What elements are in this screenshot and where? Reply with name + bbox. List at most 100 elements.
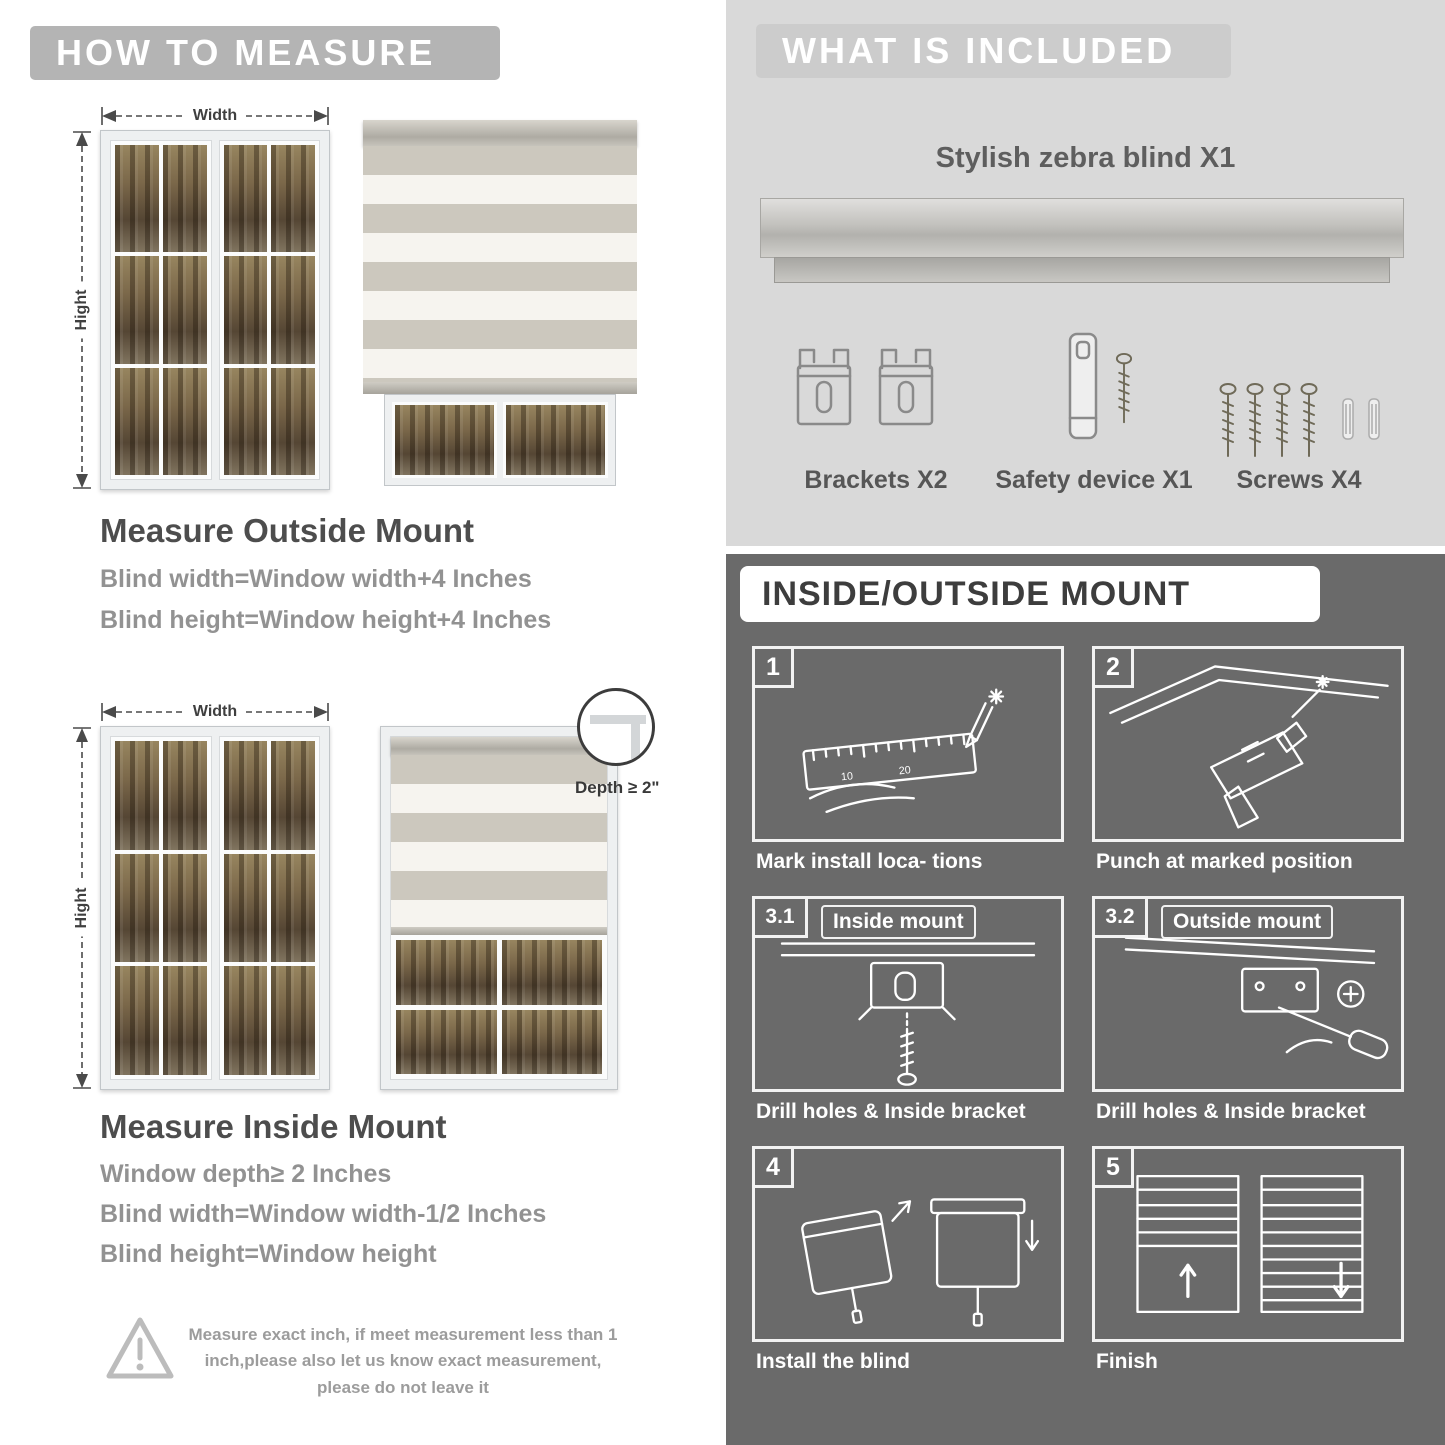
safety-device-label: Safety device X1 xyxy=(995,466,1193,494)
window-pane xyxy=(115,145,159,253)
zebra-blind-outside-illustration xyxy=(363,120,637,486)
wall-anchor-icon xyxy=(1342,398,1354,440)
height-label: Hight xyxy=(73,879,91,937)
window-pane xyxy=(271,367,315,475)
zebra-blind-inside-illustration xyxy=(380,726,618,1090)
window-pane xyxy=(501,940,602,1005)
step-5-illustration xyxy=(1136,1174,1364,1314)
outside-mount-title: Measure Outside Mount xyxy=(100,512,475,549)
inside-mount-label: Inside mount xyxy=(821,905,976,939)
inside-mount-line-3: Blind height=Window height xyxy=(100,1240,437,1268)
window-pane xyxy=(392,402,497,478)
window-sashes xyxy=(110,736,320,1080)
step-3-1-box: 3.1 Inside mount xyxy=(752,896,1064,1092)
step-3-2-box: 3.2 Outside mount xyxy=(1092,896,1404,1092)
window-pane xyxy=(223,853,268,963)
step-number: 2 xyxy=(1092,646,1134,688)
width-label: Width xyxy=(184,703,246,721)
screws-label: Screws X4 xyxy=(1236,466,1362,494)
brackets-label: Brackets X2 xyxy=(804,466,948,494)
step-4-box: 4 xyxy=(752,1146,1064,1342)
window-pane xyxy=(162,145,207,253)
blind-headrail-graphic xyxy=(760,198,1404,258)
inside-outside-mount-header: INSIDE/OUTSIDE MOUNT xyxy=(740,566,1320,622)
width-arrow-graphic xyxy=(101,703,329,721)
window-sash-left xyxy=(110,736,212,1080)
step-1-caption: Mark install loca- tions xyxy=(756,850,983,873)
window-corner-detail xyxy=(631,715,640,759)
window-pane xyxy=(271,741,315,850)
window-inside-illustration xyxy=(100,726,330,1090)
inside-mount-title: Measure Inside Mount xyxy=(100,1108,447,1145)
window-sash-right xyxy=(218,736,320,1080)
how-to-measure-header: HOW TO MEASURE xyxy=(30,26,500,80)
width-arrow-outside: Width xyxy=(100,104,330,128)
window-pane xyxy=(501,1009,602,1074)
step-3-2-caption: Drill holes & Inside bracket xyxy=(1096,1100,1366,1123)
window-pane xyxy=(271,853,315,963)
window-pane xyxy=(162,256,207,364)
window-panes-below xyxy=(391,935,607,1079)
window-pane xyxy=(223,145,268,253)
window-pane xyxy=(162,853,207,963)
step-3-2-illustration xyxy=(1124,936,1389,1060)
step-4-illustration xyxy=(801,1198,1040,1327)
outside-mount-line-2: Blind height=Window height+4 Inches xyxy=(100,606,552,634)
screw-icon xyxy=(1300,383,1318,457)
window-pane xyxy=(271,145,315,253)
screw-icon xyxy=(1273,383,1291,457)
blind-fabric xyxy=(391,755,607,927)
depth-zoom-circle xyxy=(577,688,655,766)
window-pane xyxy=(115,256,159,364)
wall-anchor-icon xyxy=(1368,398,1380,440)
height-arrow-outside: Hight xyxy=(70,130,94,490)
step-2-box: 2 xyxy=(1092,646,1404,842)
window-sashes xyxy=(110,140,320,480)
svg-text:20: 20 xyxy=(898,764,911,777)
window-pane xyxy=(396,1009,497,1074)
window-pane xyxy=(503,402,608,478)
window-pane xyxy=(223,367,268,475)
step-number: 5 xyxy=(1092,1146,1134,1188)
window-pane xyxy=(271,256,315,364)
window-pane xyxy=(223,256,268,364)
safety-device-icon xyxy=(1068,332,1098,440)
window-pane xyxy=(223,966,268,1075)
blind-headrail-lip xyxy=(774,257,1390,283)
screw-icon xyxy=(1219,383,1237,457)
what-is-included-header: WHAT IS INCLUDED xyxy=(756,24,1231,78)
window-pane xyxy=(115,367,159,475)
window-pane xyxy=(271,966,315,1075)
width-arrow-graphic xyxy=(101,107,329,125)
step-2-caption: Punch at marked position xyxy=(1096,850,1353,873)
window-pane xyxy=(115,966,159,1075)
width-arrow-inside: Width xyxy=(100,700,330,724)
height-label: Hight xyxy=(73,281,91,339)
step-4-caption: Install the blind xyxy=(756,1350,911,1373)
step-5-box: 5 xyxy=(1092,1146,1404,1342)
step-2-illustration xyxy=(1109,665,1389,829)
window-pane xyxy=(396,940,497,1005)
inside-mount-line-1: Window depth≥ 2 Inches xyxy=(100,1160,392,1188)
bracket-icon xyxy=(796,348,852,426)
window-pane xyxy=(162,367,207,475)
product-label: Stylish zebra blind X1 xyxy=(935,142,1236,174)
measurement-note: Measure exact inch, if meet measurement … xyxy=(188,1325,618,1397)
window-corner-detail xyxy=(590,715,646,724)
window-pane xyxy=(223,741,268,850)
width-label: Width xyxy=(184,107,246,125)
inside-mount-line-2: Blind width=Window width-1/2 Inches xyxy=(100,1200,547,1228)
bracket-icon xyxy=(878,348,934,426)
step-number: 3.2 xyxy=(1092,896,1148,938)
window-below-blind xyxy=(384,394,616,486)
outside-mount-line-1: Blind width=Window width+4 Inches xyxy=(100,565,532,593)
blind-headrail xyxy=(363,120,637,146)
warning-icon xyxy=(106,1317,174,1379)
height-arrow-inside: Hight xyxy=(70,726,94,1090)
window-pane xyxy=(162,741,207,850)
blind-fabric xyxy=(363,146,637,382)
